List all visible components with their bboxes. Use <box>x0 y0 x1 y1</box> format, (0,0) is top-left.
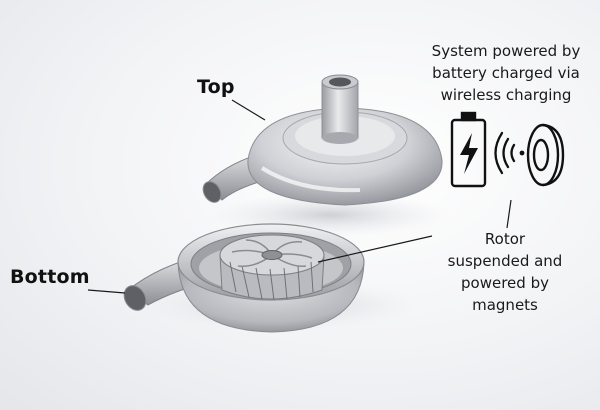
battery-icon <box>450 111 487 188</box>
rotor <box>219 234 325 301</box>
power-line: wireless charging <box>440 86 572 104</box>
lightning-icon <box>460 133 478 174</box>
rotor-line: suspended and <box>447 252 563 270</box>
rotor-line: powered by <box>461 274 549 292</box>
power-line: battery charged via <box>432 64 580 82</box>
bottom-leader-line <box>87 289 126 294</box>
power-line: System powered by <box>431 42 581 60</box>
rotor-line: Rotor <box>484 230 526 248</box>
top-label: Top <box>197 76 235 98</box>
rotor-line: magnets <box>472 296 538 314</box>
top-housing <box>202 74 450 237</box>
rotor-leader-line <box>317 235 433 263</box>
top-leader-line <box>231 99 266 121</box>
bottom-label: Bottom <box>10 266 90 288</box>
charging-leader-line <box>506 199 512 229</box>
power-description: System powered by battery charged via wi… <box>416 40 596 106</box>
wireless-signal-icon <box>494 131 525 175</box>
charging-coil-icon <box>526 123 565 187</box>
rotor-description: Rotor suspended and powered by magnets <box>430 228 580 316</box>
